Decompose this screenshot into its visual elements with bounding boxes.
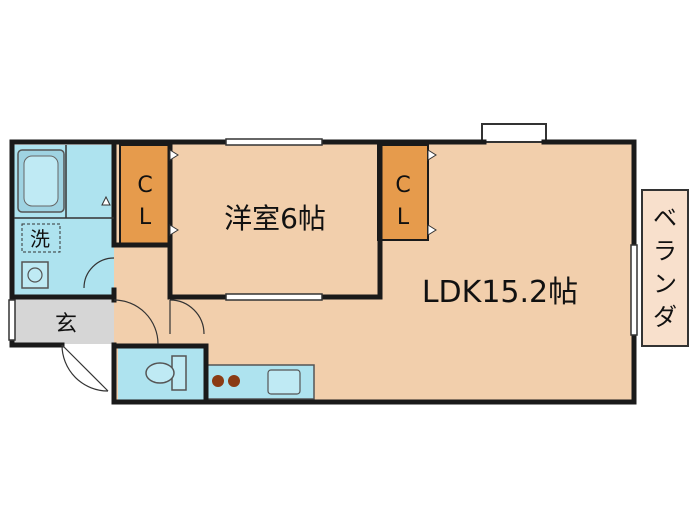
ldk-label: LDK15.2帖 — [422, 275, 578, 310]
balcony-label-1: ベ — [653, 204, 677, 232]
balcony-area — [641, 189, 689, 347]
western-room-area — [170, 145, 380, 295]
balcony-label-3: ン — [653, 270, 677, 298]
laundry-label: 洗 — [30, 227, 50, 251]
western-room-label: 洋室6帖 — [224, 202, 326, 235]
stove-burner-icon — [228, 375, 240, 387]
closet-1-label-bottom: L — [139, 205, 152, 230]
inner-lines — [14, 145, 114, 219]
sink-basin-icon — [27, 267, 43, 283]
washer-space — [21, 223, 61, 253]
closet-1-label-top: C — [137, 173, 152, 198]
balcony-label-4: ダ — [653, 303, 677, 331]
balcony-label-2: ラ — [653, 237, 677, 265]
door-swings — [61, 257, 205, 392]
closet-2-label-bottom: L — [397, 205, 410, 230]
stove-burner-icon — [212, 375, 224, 387]
kitchen-sink — [267, 369, 301, 395]
entrance-label: 玄 — [55, 312, 77, 337]
closet-door-marks — [101, 149, 437, 236]
window-marks — [8, 138, 638, 341]
hallway-area — [112, 245, 172, 345]
window-top — [481, 123, 547, 143]
toilet-bowl-icon — [145, 362, 175, 384]
entrance-area — [14, 298, 114, 344]
bathtub-inner — [23, 155, 59, 207]
sink — [21, 261, 49, 289]
closet-2-label-top: C — [395, 173, 410, 198]
